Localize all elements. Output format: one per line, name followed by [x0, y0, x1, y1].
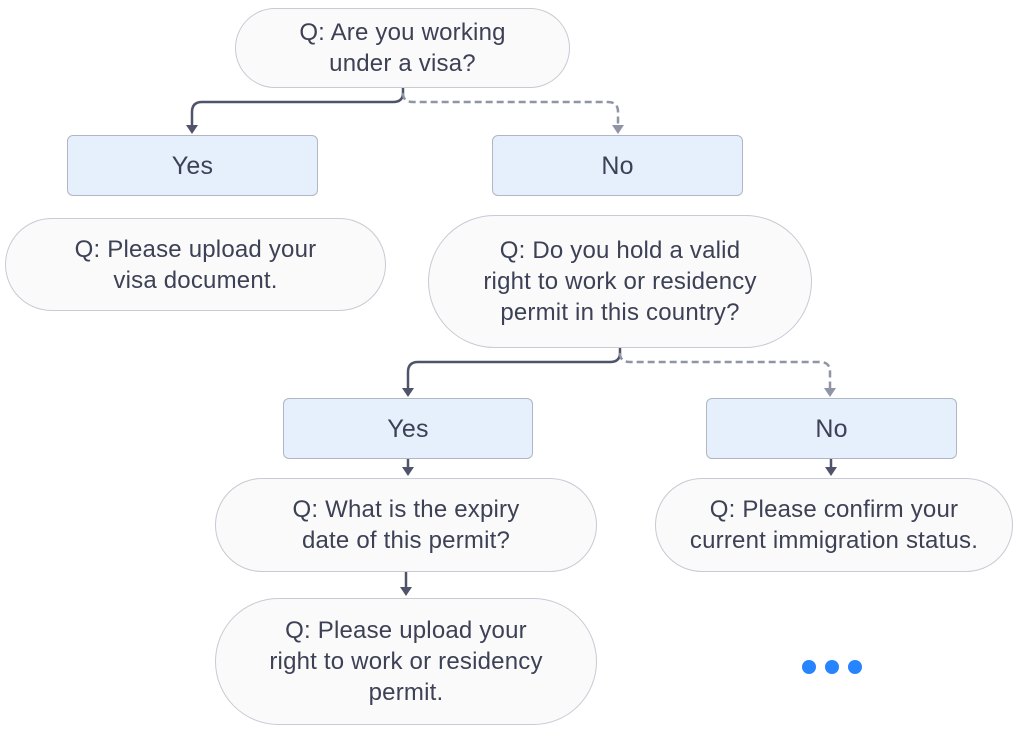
node-question-upload-visa-document: Q: Please upload your visa document.: [5, 218, 386, 311]
node-answer-yes-1: Yes: [67, 135, 318, 196]
ellipsis-icon: [802, 660, 862, 674]
edge-root-no: [401, 92, 620, 126]
node-question-permit-expiry-date: Q: What is the expiry date of this permi…: [215, 478, 597, 572]
arrowhead-no2-confirm: [825, 467, 837, 476]
edge-root-yes: [190, 86, 405, 128]
arrowhead-yes2-expiry: [402, 467, 414, 476]
arrowhead-expiry-upload: [400, 587, 412, 596]
node-question-right-to-work-permit: Q: Do you hold a valid right to work or …: [428, 215, 812, 348]
node-question-upload-permit: Q: Please upload your right to work or r…: [215, 598, 597, 725]
node-answer-no-1: No: [492, 135, 743, 196]
ellipsis-dot: [825, 660, 839, 674]
arrowhead-rtw-no: [824, 388, 836, 397]
node-answer-yes-2: Yes: [283, 398, 533, 459]
arrowhead-root-yes: [186, 125, 198, 134]
ellipsis-dot: [802, 660, 816, 674]
edge-rtw-no: [618, 352, 832, 389]
ellipsis-dot: [848, 660, 862, 674]
arrowhead-root-no: [612, 125, 624, 134]
edge-rtw-yes: [406, 346, 622, 391]
node-question-confirm-immigration-status: Q: Please confirm your current immigrati…: [655, 478, 1013, 572]
node-answer-no-2: No: [706, 398, 957, 459]
node-question-working-under-visa: Q: Are you working under a visa?: [235, 8, 570, 88]
arrowhead-rtw-yes: [402, 388, 414, 397]
